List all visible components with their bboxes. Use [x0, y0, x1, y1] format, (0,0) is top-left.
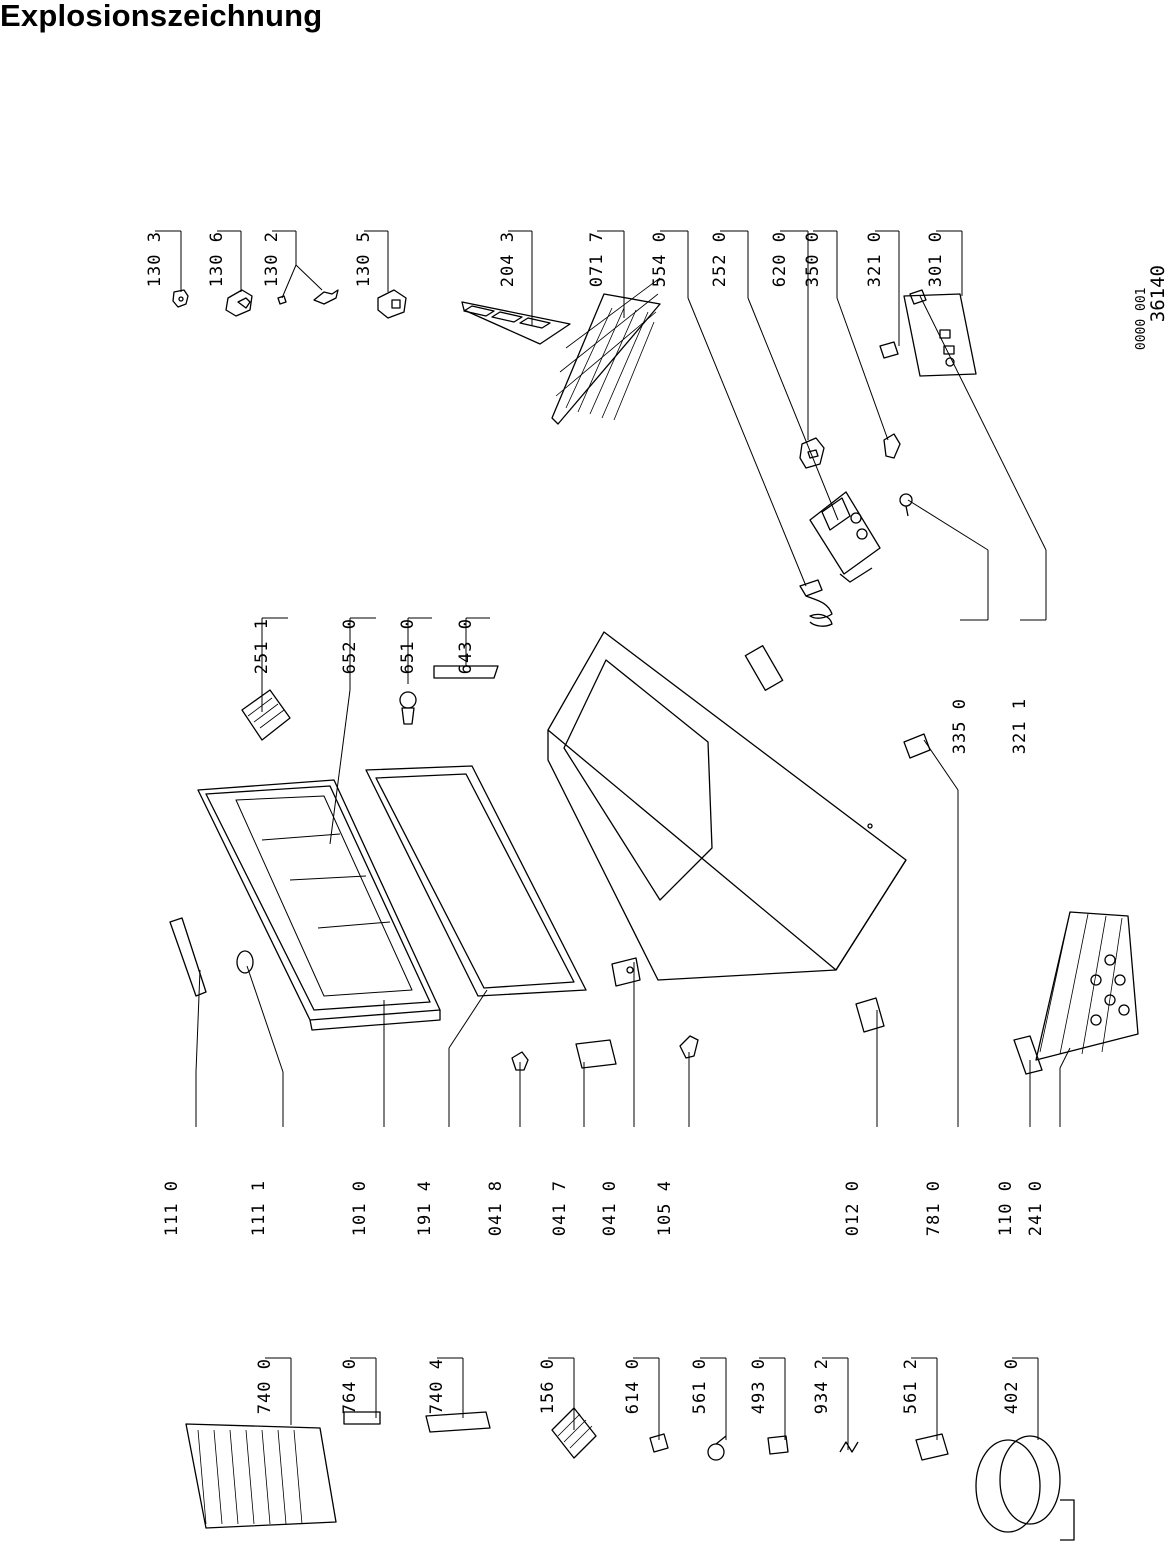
- starter-part: [915, 1433, 949, 1461]
- connector-part: [799, 437, 825, 469]
- clip-part: [883, 433, 901, 459]
- basket-part: [1035, 911, 1139, 1061]
- filter-dryer-part: [343, 1411, 381, 1425]
- switch-part: [909, 289, 927, 305]
- basket-divider-part: [461, 301, 571, 345]
- screw-part: [899, 493, 913, 517]
- bracket-rail-part: [425, 1411, 491, 1433]
- hinge-part: [225, 289, 253, 317]
- hinge-screw-part: [172, 289, 189, 308]
- light-strip-part: [433, 665, 499, 679]
- lock-part: [511, 1051, 529, 1071]
- ice-tray-part: [551, 1407, 597, 1459]
- overload-part: [707, 1435, 727, 1461]
- thermostat-housing-part: [809, 491, 881, 583]
- lock-body-part: [611, 957, 641, 987]
- hinge-plate-part: [855, 997, 885, 1033]
- leader-lines: [155, 230, 1071, 1450]
- plug-part: [236, 950, 254, 974]
- spring-clip-part: [277, 289, 339, 305]
- lamp-socket-part: [879, 341, 899, 359]
- hinge-holder-part: [575, 1039, 617, 1069]
- lid-part: [197, 779, 441, 1031]
- relay-part: [649, 1433, 669, 1453]
- wire-part: [839, 1441, 859, 1453]
- control-panel-part: [903, 293, 977, 377]
- cabinet-part: [547, 631, 907, 981]
- door-seal-part: [365, 765, 587, 997]
- capacitor-part: [767, 1435, 789, 1455]
- hinge-cover-part: [241, 689, 291, 741]
- leg-part: [903, 733, 931, 759]
- compressor-part: [975, 1435, 1075, 1541]
- handle-part: [169, 917, 207, 997]
- page-title: Explosionszeichnung: [0, 0, 323, 33]
- thermostat-knob-part: [799, 579, 833, 627]
- basket-handle-part: [1013, 1035, 1043, 1075]
- lamp-part: [399, 691, 417, 725]
- grille-part: [551, 277, 661, 425]
- hinge-bracket-part: [377, 289, 407, 319]
- bracket-part: [679, 1035, 699, 1059]
- condenser-part: [185, 1423, 337, 1529]
